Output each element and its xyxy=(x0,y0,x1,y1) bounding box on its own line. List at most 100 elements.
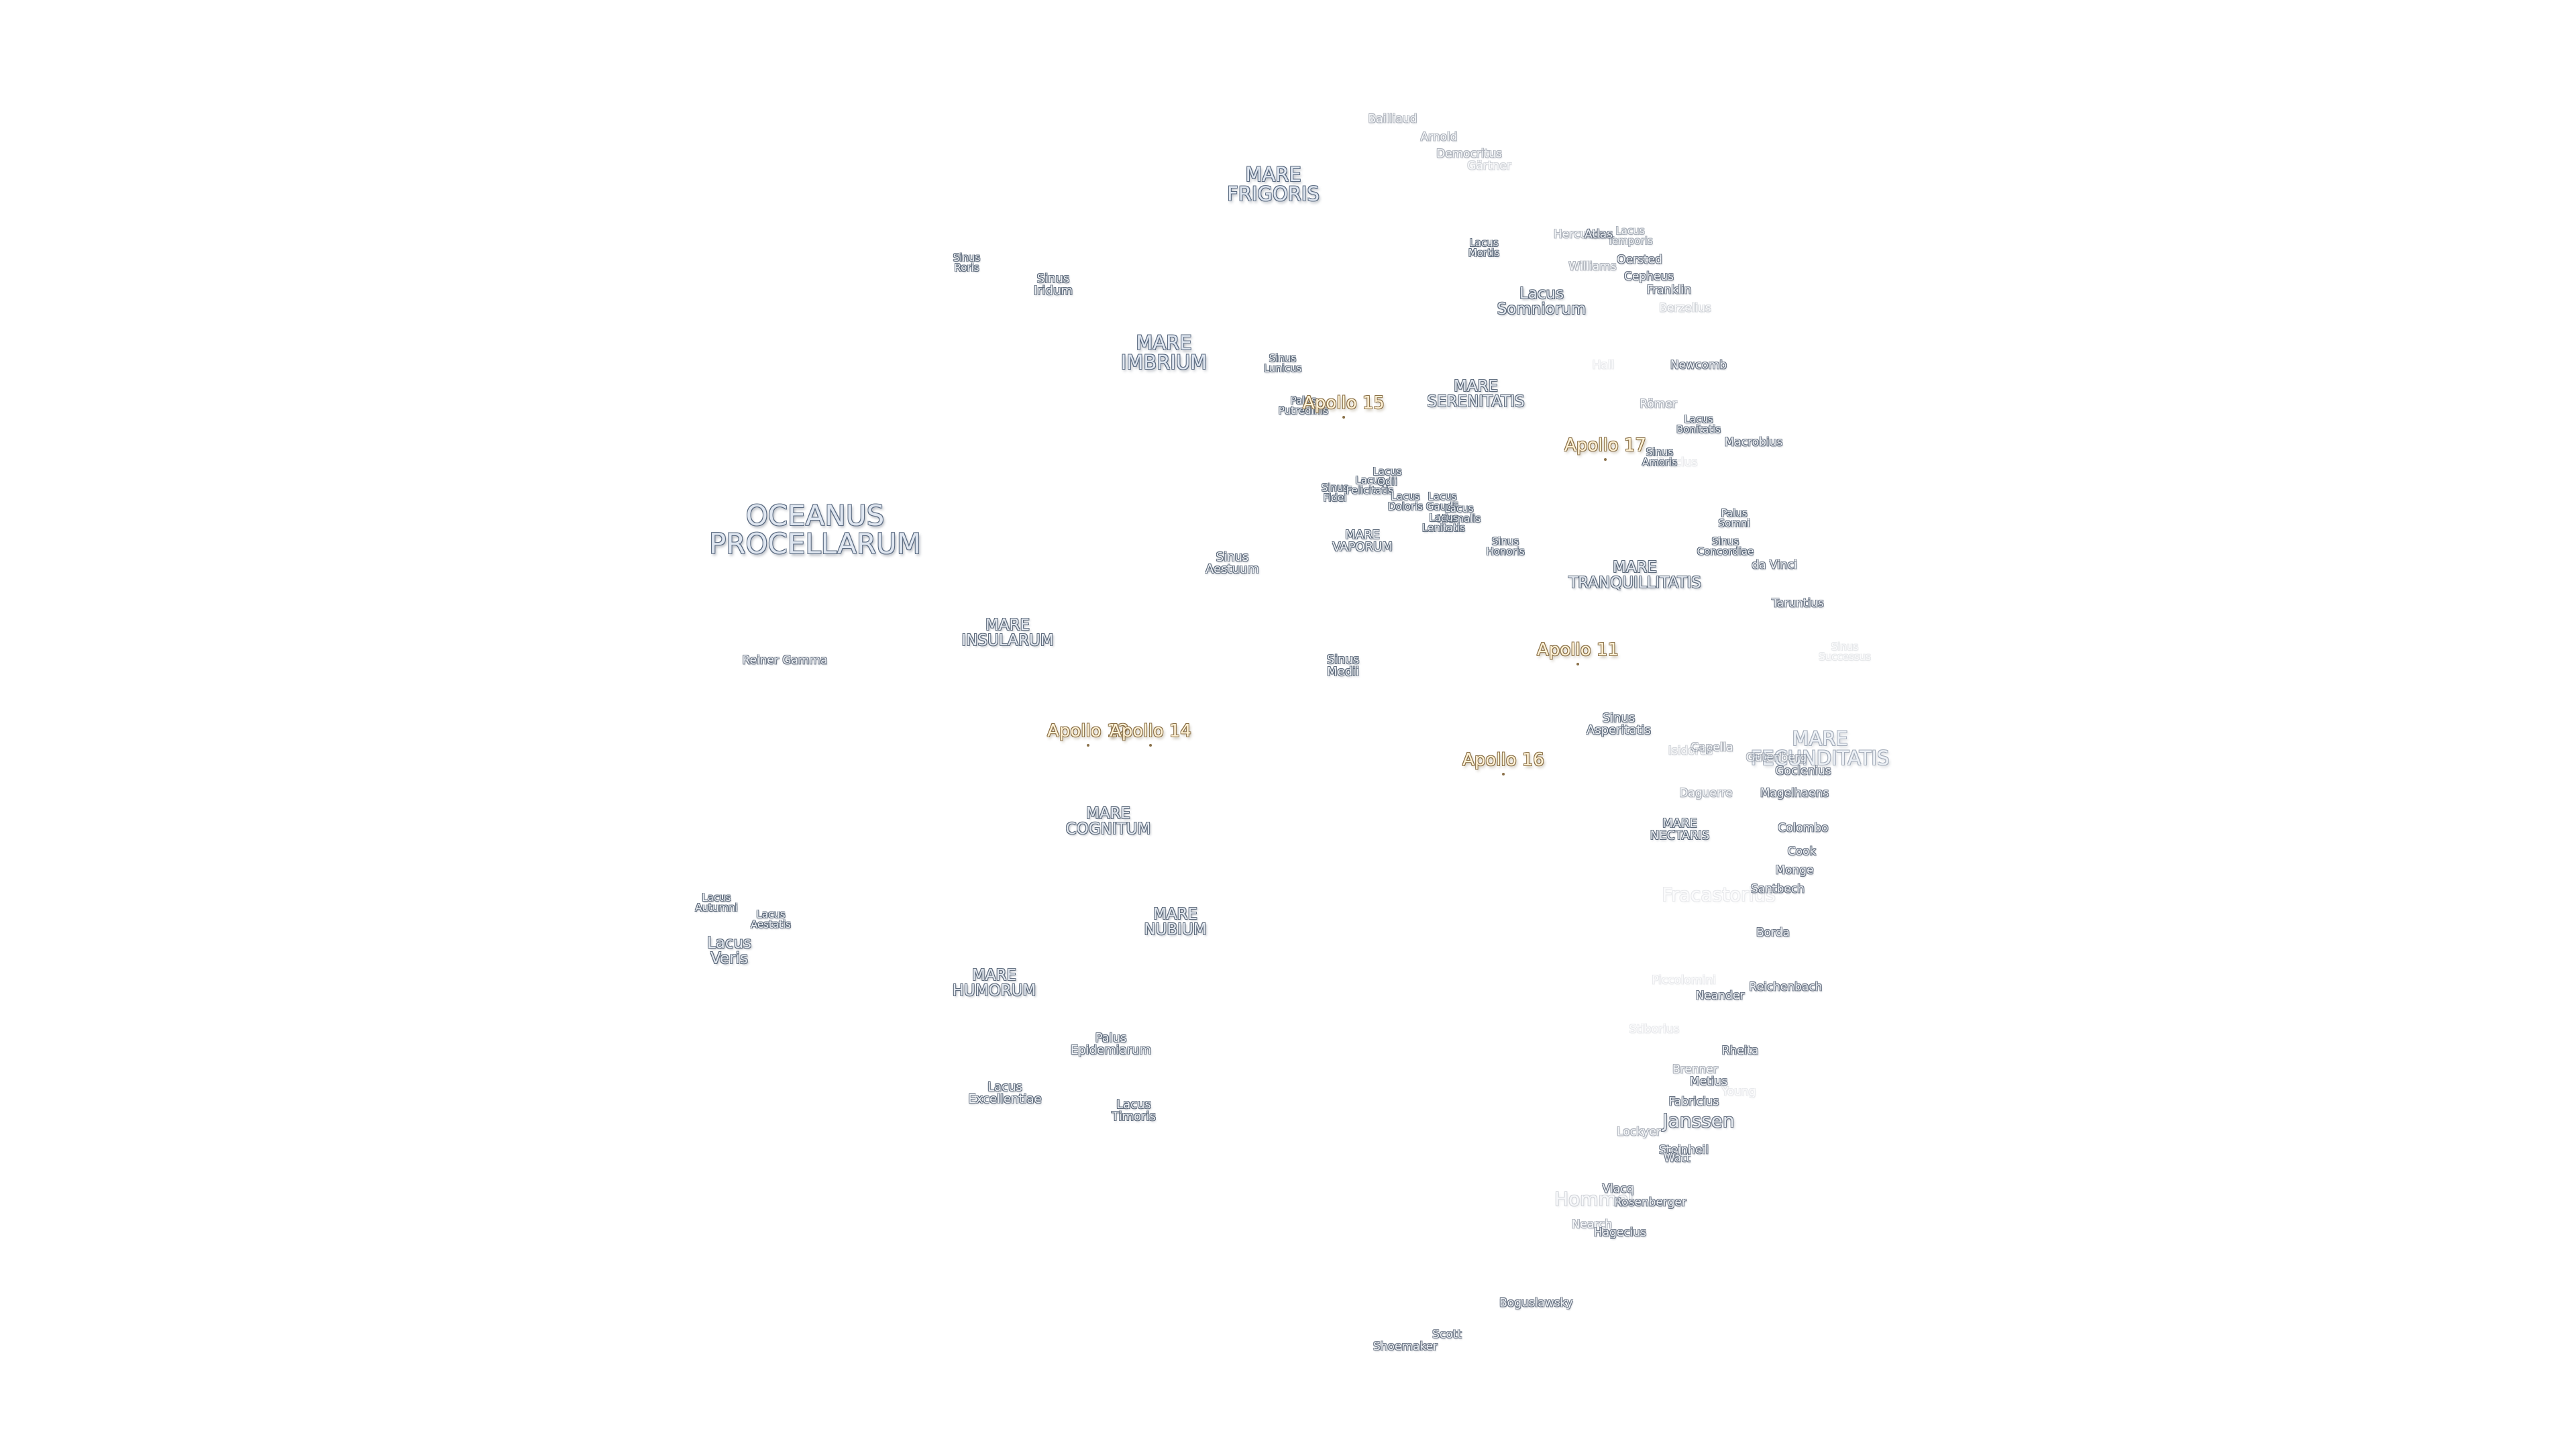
feature-sinus-medii: Sinus Medii xyxy=(1326,653,1360,679)
crater-capella: Capella xyxy=(1690,741,1733,755)
feature-mare-frigoris: MARE FRIGORIS xyxy=(1227,163,1320,205)
crater-gutenberg: Gutenberg xyxy=(1746,751,1807,765)
landing-site-apollo-14: Apollo 14 xyxy=(1110,721,1191,747)
feature-sinus-successus: Sinus Successus xyxy=(1819,641,1871,663)
feature-lacus-veris: Lacus Veris xyxy=(706,934,752,967)
crater-santbech: Santbech xyxy=(1750,882,1805,896)
landing-site-apollo-17: Apollo 17 xyxy=(1564,435,1646,461)
feature-lacus-aestatis: Lacus Aestatis xyxy=(751,908,791,930)
crater-williams: Williams xyxy=(1568,260,1617,274)
landing-site-apollo-11: Apollo 11 xyxy=(1537,640,1619,665)
crater-stiborius: Stiborius xyxy=(1629,1022,1680,1036)
feature-sinus-iridum: Sinus Iridum xyxy=(1033,272,1073,298)
feature-lacus-felicitatis: Lacus Felicitatis xyxy=(1346,474,1394,496)
crater-reichenbach: Reichenbach xyxy=(1749,980,1823,994)
feature-sinus-asperitatis: Sinus Asperitatis xyxy=(1586,711,1652,737)
crater-steinheil: Steinheil xyxy=(1658,1143,1709,1157)
crater-watt: Watt xyxy=(1664,1151,1690,1165)
feature-palus-putredinis: Palus Putredinis xyxy=(1278,394,1329,417)
feature-lacus-bonitatis: Lacus Bonitatis xyxy=(1676,413,1721,435)
feature-mare-nectaris: MARE NECTARIS xyxy=(1650,816,1710,843)
feature-sinus-roris: Sinus Roris xyxy=(953,252,981,274)
crater-janssen: Janssen xyxy=(1662,1110,1735,1132)
feature-lacus-somniorum: Lacus Somniorum xyxy=(1497,285,1587,318)
crater-isidorus: Isidorus xyxy=(1668,744,1713,758)
crater-rheita: Rheita xyxy=(1721,1044,1759,1058)
crater-colombo: Colombo xyxy=(1778,821,1829,835)
crater-fracastorius: Fracastorius xyxy=(1662,883,1776,906)
feature-lacus-lenitatis: Lacus Lenitatis xyxy=(1422,512,1465,534)
crater-hagecius: Hagecius xyxy=(1593,1226,1647,1240)
feature-sinus-concordiae: Sinus Concordiae xyxy=(1697,535,1754,557)
feature-lacus-doloris: Lacus Doloris xyxy=(1387,490,1424,513)
feature-mare-tranquillitatis: MARE TRANQUILLITATIS xyxy=(1568,559,1701,592)
crater-magelhaens: Magelhaens xyxy=(1760,786,1829,800)
crater-piccolomini: Piccolomini xyxy=(1652,973,1716,987)
feature-sinus-honoris: Sinus Honoris xyxy=(1486,535,1525,557)
feature-sinus-amoris: Sinus Amoris xyxy=(1642,446,1678,468)
crater-macrobius: Macrobius xyxy=(1724,435,1783,449)
landing-site-apollo-15: Apollo 15 xyxy=(1303,393,1385,419)
crater-vlacq: Vlacq xyxy=(1602,1182,1634,1196)
feature-lacus-timoris: Lacus Timoris xyxy=(1112,1097,1156,1124)
crater-brenner: Brenner xyxy=(1672,1063,1718,1077)
feature-mare-fecunditatis: MARE FECUNDITATIS xyxy=(1750,727,1890,769)
crater-scott: Scott xyxy=(1432,1328,1462,1342)
crater-hommel: Hommel xyxy=(1554,1188,1633,1210)
landing-site-apollo-16: Apollo 16 xyxy=(1462,750,1544,775)
feature-lacus-hiemalis: Lacus Hiemalis xyxy=(1437,502,1481,525)
crater-monge: Monge xyxy=(1775,863,1814,877)
feature-palus-epidemiarum: Palus Epidemiarum xyxy=(1070,1031,1152,1057)
crater-hall: Hall xyxy=(1592,358,1615,372)
feature-mare-humorum: MARE HUMORUM xyxy=(952,967,1036,1000)
feature-sinus-lunicus: Sinus Lunicus xyxy=(1263,352,1302,374)
feature-palus-somni: Palus Somni xyxy=(1718,507,1750,529)
crater-proclus: Proclus xyxy=(1656,455,1698,470)
crater-neander: Neander xyxy=(1695,989,1745,1003)
crater-cook: Cook xyxy=(1787,845,1817,859)
feature-sinus-aestuum: Sinus Aestuum xyxy=(1205,550,1259,576)
crater-bailliaud: Bailliaud xyxy=(1368,112,1417,126)
crater-borda: Borda xyxy=(1756,926,1790,940)
feature-mare-imbrium: MARE IMBRIUM xyxy=(1120,331,1208,374)
crater-goclenius: Goclenius xyxy=(1775,764,1831,778)
crater-reiner-gamma: Reiner Gamma xyxy=(742,653,828,667)
feature-lacus-autumni: Lacus Autumni xyxy=(695,892,738,914)
crater-shoemaker: Shoemaker xyxy=(1373,1340,1438,1354)
feature-lacus-mortis: Lacus Mortis xyxy=(1468,237,1500,259)
feature-sinus-fidei: Sinus Fidei xyxy=(1321,482,1349,504)
crater-daguerre: Daguerre xyxy=(1679,786,1733,800)
crater-boguslawsky: Boguslawsky xyxy=(1499,1296,1573,1310)
crater-arnold: Arnold xyxy=(1420,130,1458,144)
crater-democritus: Democritus xyxy=(1436,147,1502,161)
crater-oersted: Oersted xyxy=(1617,253,1662,267)
feature-mare-cognitum: MARE COGNITUM xyxy=(1065,805,1151,838)
crater-metius: Metius xyxy=(1689,1075,1728,1089)
landing-site-apollo-12: Apollo 12 xyxy=(1047,721,1129,747)
crater-lockyer: Lockyer xyxy=(1617,1125,1661,1139)
crater-da-vinci: da Vinci xyxy=(1752,558,1797,572)
crater-rosenberger: Rosenberger xyxy=(1614,1195,1686,1210)
crater-romer: Römer xyxy=(1640,397,1677,411)
feature-lacus-odii: Lacus Odii xyxy=(1373,466,1402,488)
feature-mare-insularum: MARE INSULARUM xyxy=(961,616,1054,649)
feature-lacus-temporis: Lacus Temporis xyxy=(1607,225,1653,247)
crater-young: Young xyxy=(1721,1085,1756,1099)
crater-newcomb: Newcomb xyxy=(1670,358,1727,372)
crater-nearch: Nearch xyxy=(1571,1218,1613,1232)
feature-oceanus-procellarum: OCEANUS PROCELLARUM xyxy=(708,499,922,560)
crater-franklin: Franklin xyxy=(1646,283,1692,297)
crater-cepheus: Cepheus xyxy=(1624,270,1674,284)
feature-lacus-gaudii: Lacus Gaudii xyxy=(1426,490,1459,513)
feature-mare-vaporum: MARE VAPORUM xyxy=(1332,528,1393,554)
crater-taruntius: Taruntius xyxy=(1772,596,1824,610)
crater-berzelius: Berzelius xyxy=(1659,301,1711,315)
crater-atlas: Atlas xyxy=(1585,227,1613,241)
crater-hercules: Hercules xyxy=(1553,227,1604,241)
feature-mare-serenitatis: MARE SERENITATIS xyxy=(1427,378,1525,411)
crater-fabricius: Fabricius xyxy=(1668,1095,1719,1109)
feature-mare-nubium: MARE NUBIUM xyxy=(1144,906,1207,938)
feature-lacus-excellentiae: Lacus Excellentiae xyxy=(968,1080,1042,1106)
crater-gartner: Gärtner xyxy=(1467,159,1511,173)
